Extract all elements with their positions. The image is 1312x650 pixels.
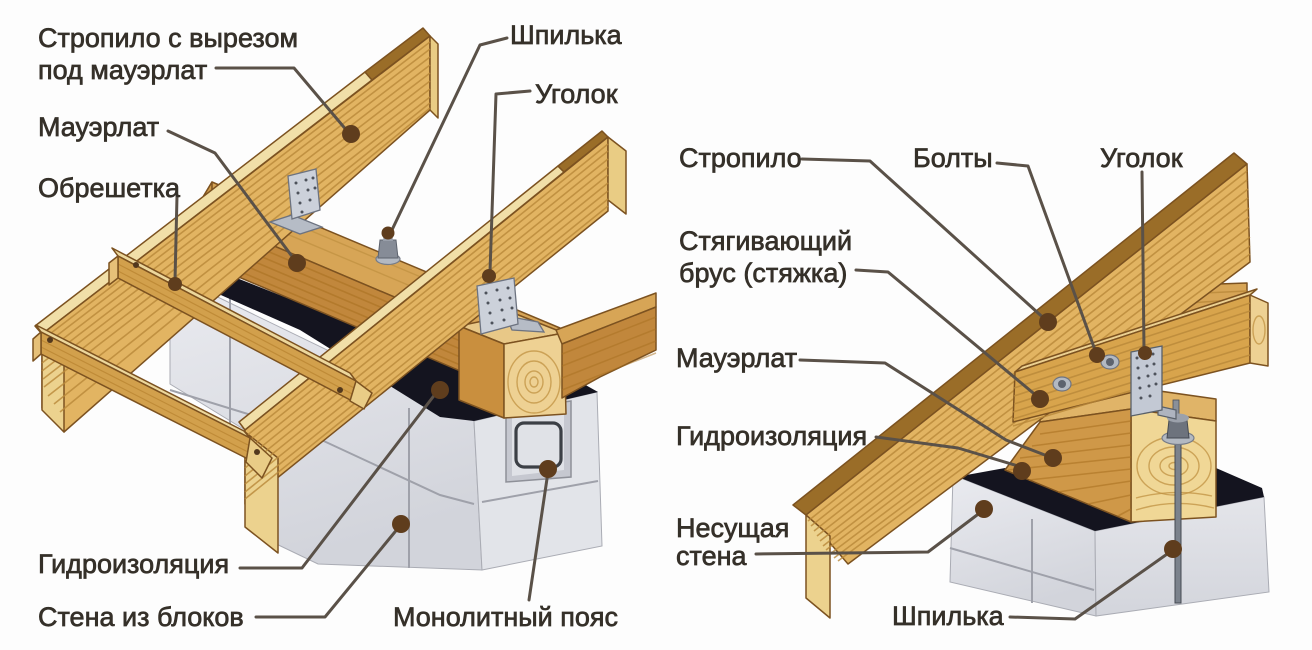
svg-text:Стена из блоков: Стена из блоков [38,602,244,632]
svg-text:Несущая: Несущая [676,513,789,543]
svg-text:под мауэрлат: под мауэрлат [38,55,207,85]
svg-text:Гидроизоляция: Гидроизоляция [676,421,867,451]
svg-text:Монолитный пояс: Монолитный пояс [393,602,618,632]
svg-text:Шпилька: Шпилька [892,601,1005,631]
svg-text:Уголок: Уголок [1100,143,1183,173]
svg-text:брус (стяжка): брус (стяжка) [679,258,847,288]
svg-text:Уголок: Уголок [535,79,618,109]
svg-text:Стропило с вырезом: Стропило с вырезом [38,23,298,53]
svg-text:Гидроизоляция: Гидроизоляция [38,549,229,579]
svg-text:Мауэрлат: Мауэрлат [38,112,159,142]
svg-text:Шпилька: Шпилька [510,20,623,50]
svg-text:Стропило: Стропило [679,143,802,173]
svg-text:Стягивающий: Стягивающий [679,226,852,256]
svg-text:Болты: Болты [913,143,993,173]
svg-text:Мауэрлат: Мауэрлат [676,343,797,373]
svg-text:стена: стена [676,541,747,571]
svg-text:Обрешетка: Обрешетка [38,173,181,203]
